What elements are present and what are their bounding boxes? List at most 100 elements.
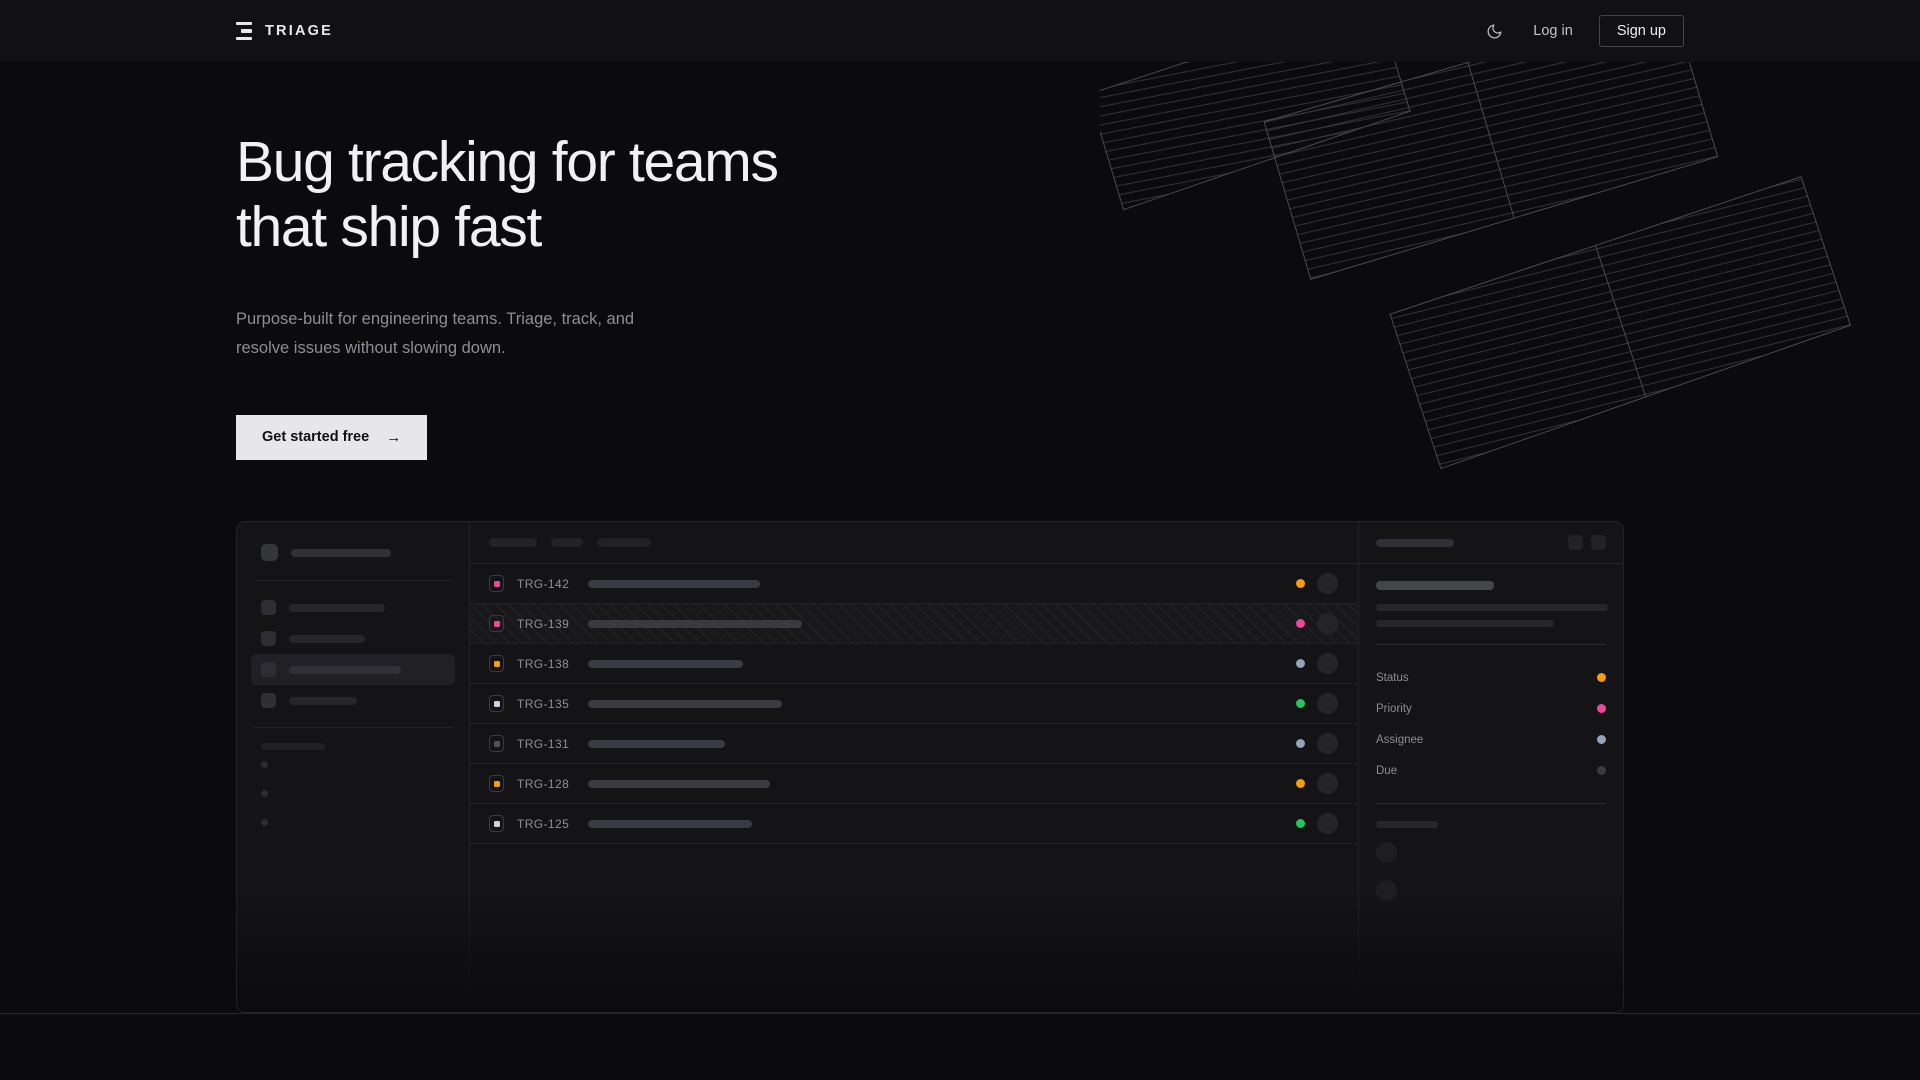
detail-divider-1 [1376,644,1606,645]
description-line-2 [1376,620,1554,627]
issue-row-meta [1296,653,1358,674]
meta-label: Priority [1376,702,1412,715]
priority-indicator-icon[interactable] [489,815,504,832]
sidebar-item-icon [261,631,276,646]
issue-key: TRG-131 [517,736,570,751]
status-dot-icon[interactable] [1296,739,1305,748]
toolbar-control-2[interactable] [551,538,583,547]
sidebar-item-label-skeleton [289,665,401,674]
status-dot-icon[interactable] [1296,699,1305,708]
workspace-name-skeleton [291,548,391,557]
issue-title-skeleton [588,619,802,628]
priority-indicator-icon[interactable] [489,575,504,592]
issue-row[interactable]: TRG-125 [470,804,1358,844]
issue-row-meta [1296,573,1358,594]
activity-avatar-2[interactable] [1376,880,1397,901]
sidebar-item-4[interactable] [251,685,455,716]
triage-bars-icon [236,22,252,40]
sidebar-item-label-skeleton [289,696,357,705]
priority-indicator-icon[interactable] [489,695,504,712]
cta-label: Get started free [262,429,370,446]
avatar[interactable] [1317,613,1338,634]
login-link[interactable]: Log in [1533,23,1573,39]
sidebar-section-header [251,739,455,750]
sidebar-item-label-skeleton [289,603,385,612]
detail-meta-priority[interactable]: Priority [1376,693,1606,724]
issue-key: TRG-139 [517,616,570,631]
nav-actions: Log in Sign up [1481,14,1684,48]
issue-title-skeleton [588,739,725,748]
priority-indicator-icon[interactable] [489,655,504,672]
detail-meta-status[interactable]: Status [1376,662,1606,693]
toolbar-control-3[interactable] [597,538,651,547]
avatar[interactable] [1317,573,1338,594]
issue-key: TRG-142 [517,576,570,591]
status-dot-icon[interactable] [1296,619,1305,628]
priority-indicator-icon[interactable] [489,775,504,792]
avatar[interactable] [1317,653,1338,674]
sidebar-mini-dot-icon [261,819,268,826]
detail-meta-due[interactable]: Due [1376,755,1606,786]
sidebar-item-2[interactable] [251,623,455,654]
detail-meta-assignee[interactable]: Assignee [1376,724,1606,755]
priority-indicator-icon[interactable] [489,735,504,752]
signup-button[interactable]: Sign up [1598,14,1684,48]
sidebar-mini-item-3[interactable] [251,808,455,837]
sidebar-mini-item-1[interactable] [251,750,455,779]
moon-icon[interactable] [1481,18,1507,44]
issue-row-meta [1296,733,1358,754]
issue-row[interactable]: TRG-135 [470,684,1358,724]
activity-avatar-1[interactable] [1376,842,1397,863]
decorative-hatched-panels [1100,30,1852,470]
issue-title-skeleton [588,819,752,828]
detail-action-button-1[interactable] [1568,535,1583,550]
meta-value-dot-icon [1597,766,1606,775]
avatar[interactable] [1317,733,1338,754]
detail-heading-skeleton [1376,581,1494,590]
issue-key: TRG-125 [517,816,570,831]
avatar[interactable] [1317,813,1338,834]
status-dot-icon[interactable] [1296,579,1305,588]
meta-value-dot-icon [1597,704,1606,713]
issue-title-skeleton [588,659,743,668]
issue-row[interactable]: TRG-138 [470,644,1358,684]
arrow-right-icon: → [386,429,402,447]
hero-subtitle: Purpose-built for engineering teams. Tri… [236,310,635,358]
get-started-button[interactable]: Get started free → [236,415,428,461]
status-dot-icon[interactable] [1296,819,1305,828]
sidebar-item-1[interactable] [251,592,455,623]
sidebar-item-3[interactable] [251,654,455,685]
issue-list-toolbar [470,522,1358,564]
meta-label: Status [1376,671,1409,684]
issue-row[interactable]: TRG-128 [470,764,1358,804]
priority-indicator-icon[interactable] [489,615,504,632]
sidebar-mini-item-2[interactable] [251,779,455,808]
section-label-skeleton [261,743,325,750]
sidebar-divider-1 [253,580,453,581]
avatar[interactable] [1317,693,1338,714]
issue-title-skeleton [588,579,760,588]
issue-row[interactable]: TRG-131 [470,724,1358,764]
toolbar-control-1[interactable] [489,538,537,547]
status-dot-icon[interactable] [1296,779,1305,788]
issue-row[interactable]: TRG-142 [470,564,1358,604]
issue-row[interactable]: TRG-139 [470,604,1358,644]
workspace-switcher[interactable] [251,536,455,569]
issue-row-meta [1296,693,1358,714]
detail-header [1359,522,1623,564]
status-dot-icon[interactable] [1296,659,1305,668]
top-navigation: TRIAGE Log in Sign up [0,0,1920,62]
activity-avatars [1376,842,1606,901]
issue-row-meta [1296,773,1358,794]
sidebar-nav-list [251,592,455,716]
mockup-sidebar [237,522,470,1012]
issue-row-meta [1296,613,1358,634]
avatar[interactable] [1317,773,1338,794]
meta-label: Assignee [1376,733,1424,746]
detail-action-button-2[interactable] [1591,535,1606,550]
brand-logo[interactable]: TRIAGE [236,22,333,40]
